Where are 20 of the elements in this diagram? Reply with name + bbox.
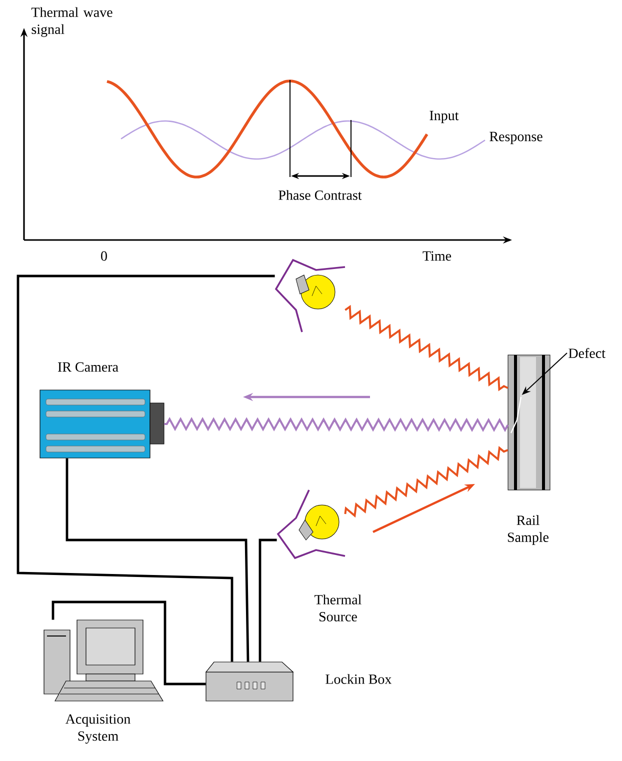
wave-line [344,446,508,518]
curve-label: Response [490,132,542,144]
wave-line [344,304,508,392]
lamp-drawing [274,258,346,332]
cable [258,538,277,662]
source-label: Thermal Source [314,594,362,622]
tick-label: 0 [101,251,107,261]
cable [52,600,206,686]
lockin-label: Lockin Box [326,674,392,684]
axis-title: Thermal wave signal [31,7,112,37]
camera-label: IR Camera [58,362,118,372]
dimension-label: Phase Contrast [278,190,362,200]
computer-label: Acquisition System [65,714,130,744]
axis-title: Time [422,251,452,261]
cable [16,274,275,662]
wave-line [164,416,508,432]
defect-label: Defect [568,348,606,358]
rail-label: Rail Sample [508,515,549,545]
curve-label: Input [430,110,459,124]
cable [66,458,250,662]
